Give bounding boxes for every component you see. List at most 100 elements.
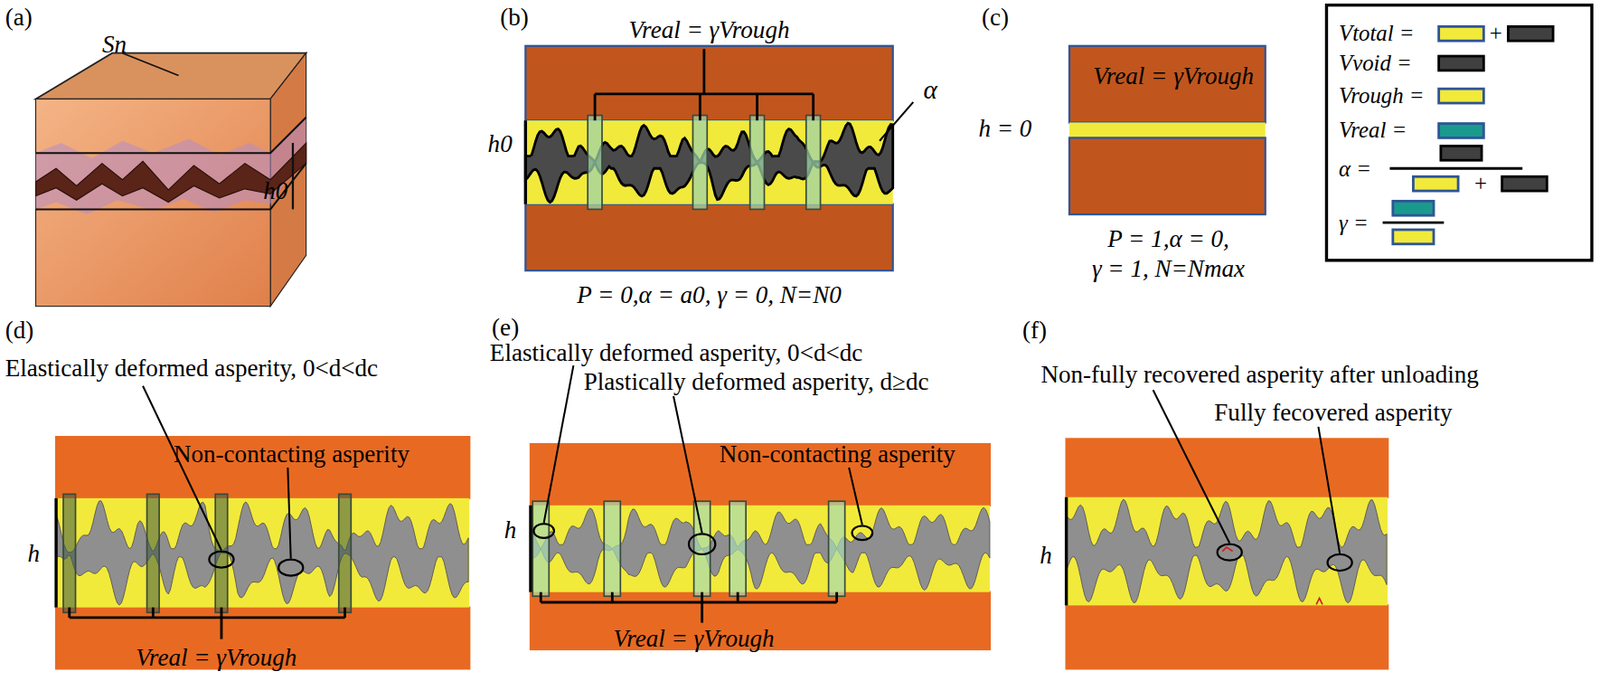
panel-label: (b) <box>499 4 529 32</box>
leader-line <box>879 102 913 142</box>
formula-label: Vreal = γVrough <box>1092 63 1254 91</box>
formula-label: Vtotal = <box>1338 21 1415 47</box>
bracket <box>220 617 224 640</box>
contact-column <box>729 500 746 596</box>
formula-label: Vreal = γVrough <box>613 625 775 653</box>
band-line <box>36 117 307 210</box>
callout-ellipse <box>533 523 555 538</box>
bracket <box>151 607 155 618</box>
top-face <box>36 53 307 100</box>
solid-block <box>1069 137 1266 215</box>
annotation: Elastically deformed asperity, 0<d<dc <box>489 339 864 368</box>
swatch <box>1507 26 1553 41</box>
rough-layer <box>525 120 893 205</box>
formula-label: Vreal = <box>1338 118 1407 143</box>
void-region <box>56 500 469 605</box>
panel-label: (a) <box>5 4 33 32</box>
height-line <box>1064 497 1068 606</box>
annotation: Non-fully recovered asperity after unloa… <box>1040 362 1479 390</box>
bracket <box>755 94 759 121</box>
panel-label: (f) <box>1022 317 1047 345</box>
drawing <box>36 5 1592 669</box>
swatch <box>1439 26 1485 41</box>
height-line <box>291 142 294 209</box>
callout-ellipse <box>278 559 303 576</box>
height-label: h <box>27 540 40 568</box>
bracket <box>540 601 837 604</box>
height-label: h <box>1039 542 1053 570</box>
swatch <box>1392 229 1434 245</box>
callout-ellipse <box>852 525 874 540</box>
formula-label: γ = <box>1338 211 1369 236</box>
contact-column <box>147 493 160 612</box>
leader-line <box>848 467 863 525</box>
swatch <box>1439 56 1485 71</box>
solid-block <box>525 46 893 121</box>
solid-block <box>1069 46 1266 123</box>
annotation: Elastically deformed asperity, 0<d<dc <box>5 355 379 383</box>
annotation: Fully fecovered asperity <box>1214 399 1452 427</box>
rough-zone <box>36 117 307 215</box>
bracket <box>835 592 838 603</box>
height-line <box>54 498 57 608</box>
callout-ellipse <box>688 533 716 555</box>
solid-block <box>1066 604 1389 669</box>
annotation: Non-contacting asperity <box>173 442 410 470</box>
bracket <box>611 592 614 603</box>
bracket <box>700 592 704 603</box>
contact-column <box>694 500 711 596</box>
panel-label: (c) <box>981 4 1009 32</box>
formula-label: α = <box>1338 157 1372 182</box>
leader-line <box>122 53 179 76</box>
swatch <box>1392 200 1434 216</box>
residual-mark <box>1222 546 1323 604</box>
bracket <box>700 602 704 623</box>
operator: + <box>1474 171 1488 197</box>
annotation: Non-contacting asperity <box>719 442 956 470</box>
leader-line <box>287 467 291 558</box>
void-region <box>530 507 990 590</box>
height-line <box>528 505 532 593</box>
swatch <box>1502 176 1548 191</box>
solid-block <box>525 204 893 271</box>
contact-column <box>532 500 549 596</box>
callout-ellipse <box>208 551 234 568</box>
formula-label: Vvoid = <box>1338 50 1412 76</box>
panel-label: (d) <box>5 317 35 345</box>
swatch <box>1412 176 1459 191</box>
formula-box <box>1326 5 1591 261</box>
bracket <box>736 592 740 603</box>
solid-block <box>1066 438 1389 497</box>
bracket <box>343 607 347 618</box>
height-label: h <box>504 517 518 545</box>
bracket <box>69 616 346 620</box>
contact-column <box>215 493 228 612</box>
bracket <box>220 607 224 618</box>
contact-column <box>806 115 821 210</box>
surface-label: Sn <box>102 31 127 59</box>
contact-column <box>603 500 621 596</box>
formula-label: Vrough = <box>1338 83 1425 108</box>
height-label: h0 <box>263 178 288 206</box>
bracket <box>539 592 543 603</box>
bracket <box>811 94 815 121</box>
contact-column <box>828 500 846 596</box>
formula-label: γ = 1, N=Nmax <box>1091 255 1245 283</box>
formula-label: Vreal = γVrough <box>135 644 297 672</box>
operator: + <box>1489 21 1503 47</box>
formula-label: Vreal = γVrough <box>629 17 791 45</box>
solid-block <box>56 436 470 499</box>
contact-column <box>587 115 603 210</box>
swatch <box>1440 145 1482 160</box>
porosity-label: α <box>923 75 938 104</box>
leader-line <box>142 385 222 551</box>
leader-line <box>1317 426 1340 554</box>
fraction-bar <box>1389 167 1523 170</box>
contact-column <box>692 115 707 210</box>
formula-label: P = 0,α = a0, γ = 0, N=N0 <box>576 282 841 310</box>
swatch <box>1439 88 1485 104</box>
void-region <box>525 122 893 202</box>
leader-line <box>673 395 703 533</box>
